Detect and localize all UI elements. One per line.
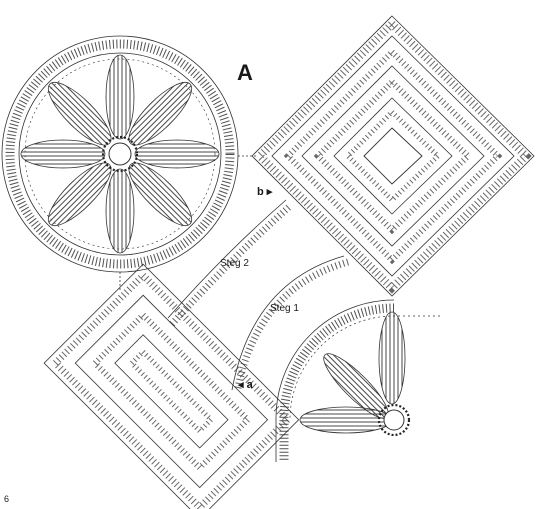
diamond-square-motif: [251, 15, 535, 297]
connecting-arcs: [167, 199, 349, 391]
point-b-label: b ▸: [257, 186, 273, 198]
step-2-label: Steg 2: [220, 258, 249, 269]
motif-label-a: A: [237, 60, 253, 85]
step-1-label: Steg 1: [270, 303, 299, 314]
rect-half-motif: [43, 263, 300, 509]
round-flower-motif: [1, 35, 258, 292]
quarter-flower-motif: [275, 299, 440, 462]
page-number: 6: [4, 494, 10, 504]
point-a-label: ◂ a: [238, 379, 253, 391]
